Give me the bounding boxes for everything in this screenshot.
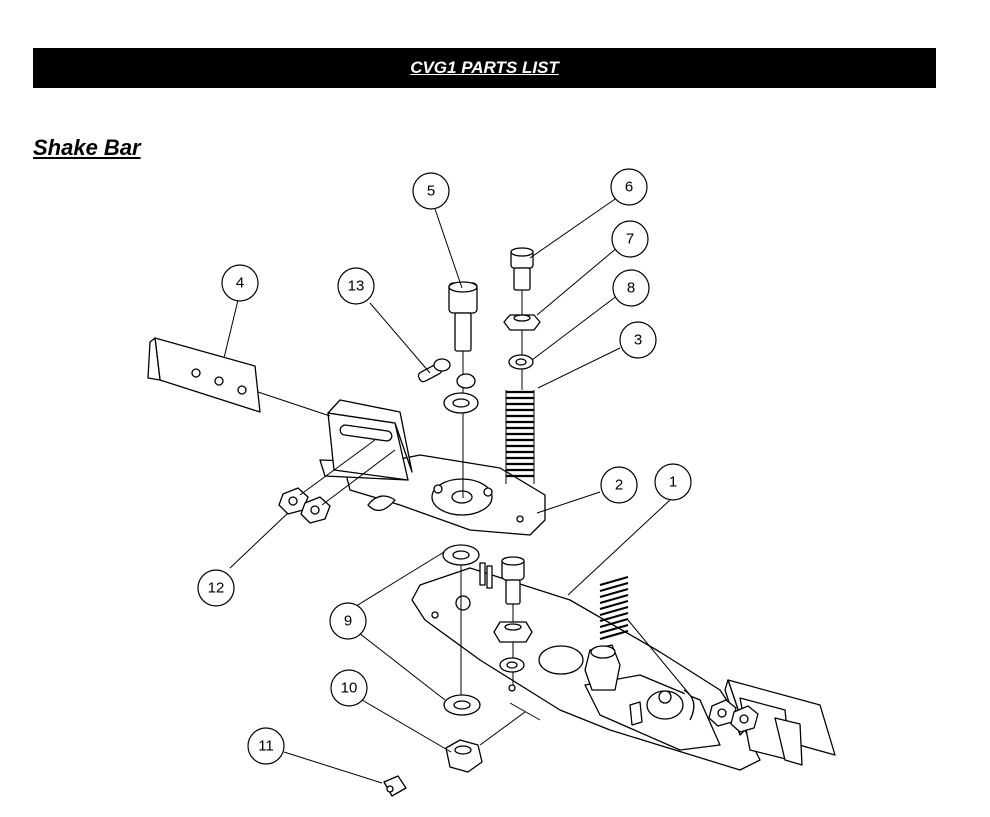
callout-3: 3 (619, 321, 657, 359)
svg-text:8: 8 (627, 280, 635, 297)
svg-text:12: 12 (208, 580, 225, 597)
callout-8: 8 (612, 269, 650, 307)
callout-5: 5 (412, 172, 450, 210)
svg-text:10: 10 (341, 680, 358, 697)
page-title-bar: CVG1 PARTS LIST (33, 48, 936, 88)
svg-text:5: 5 (427, 183, 435, 200)
callout-11: 11 (247, 727, 285, 765)
washers-nut-part (383, 544, 526, 797)
svg-text:11: 11 (258, 738, 274, 755)
svg-text:2: 2 (615, 477, 623, 494)
svg-text:3: 3 (634, 332, 642, 349)
callout-10: 10 (330, 669, 368, 707)
callout-2: 2 (600, 466, 638, 504)
callout-9: 9 (329, 602, 367, 640)
leader-lines (223, 196, 671, 784)
compression-spring-part (505, 390, 535, 484)
lower-screw-stack-part (493, 556, 533, 692)
lock-nuts-part (278, 439, 396, 524)
callout-7: 7 (611, 220, 649, 258)
lower-spring-part (584, 575, 691, 696)
cap-screw-nut-washer-part (503, 247, 541, 390)
callout-4: 4 (221, 264, 259, 302)
svg-text:9: 9 (344, 613, 352, 630)
svg-text:1: 1 (669, 474, 677, 491)
section-title: Shake Bar (33, 135, 141, 160)
shake-bar-part (147, 337, 331, 417)
callout-13: 13 (337, 267, 375, 305)
pin-and-washer-part (417, 358, 479, 414)
svg-text:13: 13 (348, 278, 365, 295)
callout-6: 6 (610, 168, 648, 206)
svg-text:4: 4 (236, 275, 244, 292)
callout-1: 1 (654, 463, 692, 501)
svg-text:6: 6 (625, 179, 633, 196)
base-pins-part (479, 562, 493, 589)
callout-12: 12 (197, 569, 235, 607)
lower-shake-bar-part (708, 679, 836, 766)
svg-text:7: 7 (626, 231, 634, 248)
page-title: CVG1 PARTS LIST (410, 58, 559, 77)
slotted-bracket-part (319, 399, 413, 481)
